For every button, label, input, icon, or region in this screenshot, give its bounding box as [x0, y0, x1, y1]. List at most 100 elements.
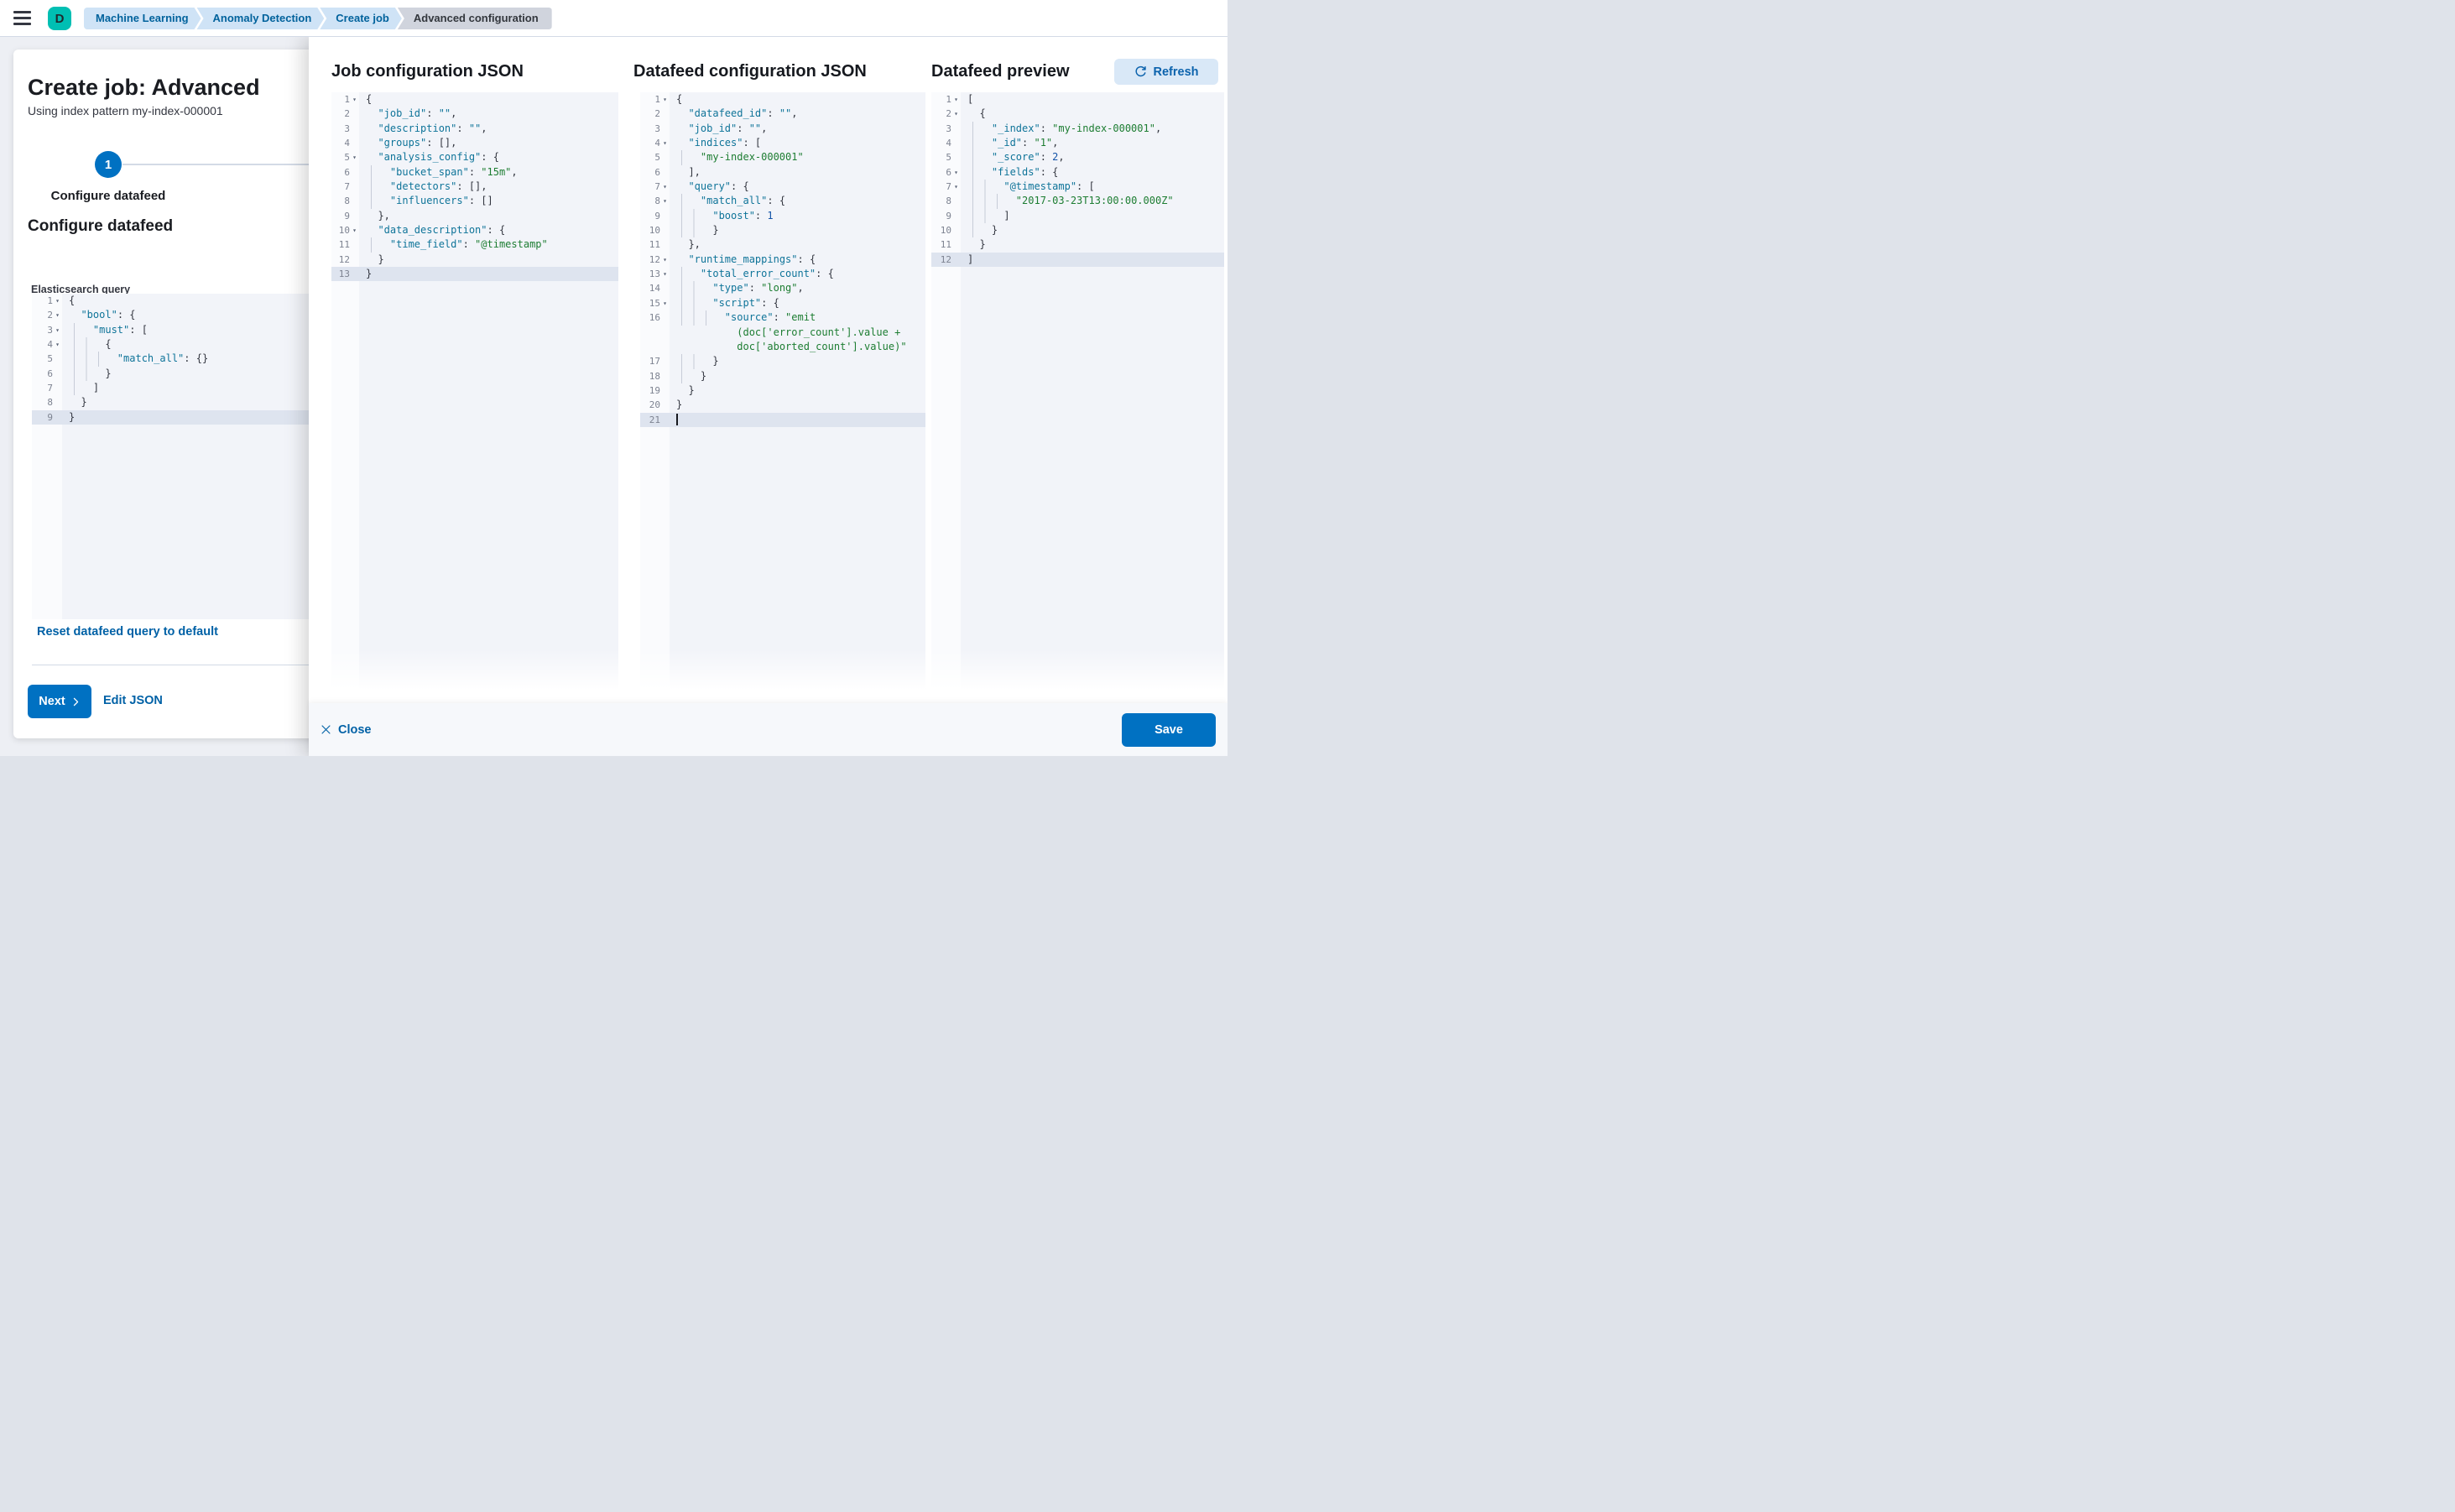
line-number-gutter: 10 [640, 223, 670, 238]
code-line: 1▾{ [331, 92, 618, 107]
fold-toggle-icon[interactable]: ▾ [954, 183, 958, 191]
code-line-content: } [62, 395, 315, 410]
code-line-content: "@timestamp": [ [961, 180, 1224, 195]
line-number-gutter: 1▾ [331, 92, 359, 107]
fold-toggle-icon[interactable]: ▾ [55, 297, 60, 305]
code-line-content: ], [670, 164, 925, 180]
fold-toggle-icon[interactable]: ▾ [663, 270, 667, 279]
breadcrumb-machine-learning[interactable]: Machine Learning [84, 8, 201, 29]
fold-toggle-icon[interactable]: ▾ [352, 96, 357, 103]
indent-guide [967, 121, 980, 137]
code-line-content: "must": [ [62, 322, 315, 338]
code-line-content: } [359, 267, 618, 282]
code-line: 10▾ "data_description": { [331, 223, 618, 238]
line-number-gutter: 2 [640, 107, 670, 122]
elasticsearch-query-editor[interactable]: 1▾{2▾ "bool": {3▾ "must": [4▾ {5 "match_… [32, 294, 315, 619]
code-line-content: "detectors": [], [359, 180, 618, 195]
fold-toggle-icon[interactable]: ▾ [954, 110, 958, 118]
line-number-gutter: 4▾ [32, 337, 62, 352]
code-line-content: ] [961, 208, 1224, 224]
refresh-button[interactable]: Refresh [1114, 59, 1218, 85]
indent-guide [366, 237, 378, 253]
code-line: 11 "time_field": "@timestamp" [331, 237, 618, 253]
step-1-indicator[interactable]: 1 [95, 151, 122, 178]
line-number-gutter: 20 [640, 398, 670, 413]
code-line-content: { [961, 107, 1224, 122]
code-line: 12▾ "runtime_mappings": { [640, 252, 925, 268]
code-line-content: doc['aborted_count'].value)" [670, 339, 925, 355]
code-line: 4 "groups": [], [331, 136, 618, 151]
code-line: 7▾ "@timestamp": [ [931, 180, 1224, 195]
code-line: (doc['error_count'].value + [640, 325, 925, 340]
fold-toggle-icon[interactable]: ▾ [55, 326, 60, 334]
fold-toggle-icon[interactable]: ▾ [663, 183, 667, 191]
fold-toggle-icon[interactable]: ▾ [55, 341, 60, 349]
indent-guide [366, 164, 378, 180]
save-button[interactable]: Save [1122, 712, 1216, 747]
breadcrumb-anomaly-detection[interactable]: Anomaly Detection [197, 8, 325, 29]
code-line: 8 } [32, 395, 315, 410]
fold-toggle-icon[interactable]: ▾ [352, 154, 357, 162]
edit-json-button[interactable]: Edit JSON [103, 694, 163, 707]
indent-guide [676, 194, 689, 209]
code-line-content: } [62, 366, 315, 382]
code-line: 11 }, [640, 237, 925, 253]
code-line: 14 "type": "long", [640, 281, 925, 296]
code-line: 5 "match_all": {} [32, 352, 315, 367]
step-1-label: Configure datafeed [50, 189, 166, 203]
line-number-gutter: 3▾ [32, 322, 62, 338]
line-number-gutter: 9 [931, 208, 961, 224]
line-number-gutter: 6 [32, 366, 62, 382]
code-line-content: "bool": { [62, 308, 315, 323]
job-configuration-editor[interactable]: 1▾{2 "job_id": "",3 "description": "",4 … [331, 92, 618, 699]
code-line-content: "match_all": { [670, 194, 925, 209]
fold-toggle-icon[interactable]: ▾ [663, 139, 667, 148]
chevron-right-icon [73, 697, 78, 706]
json-editor-flyout: Job configuration JSON Datafeed configur… [309, 37, 1228, 756]
next-button[interactable]: Next [28, 685, 91, 718]
fold-toggle-icon[interactable]: ▾ [663, 197, 667, 206]
fold-toggle-icon[interactable]: ▾ [954, 168, 958, 176]
line-number-gutter: 8▾ [640, 194, 670, 209]
avatar[interactable]: D [48, 7, 71, 30]
indent-guide [676, 150, 689, 165]
fold-toggle-icon[interactable]: ▾ [954, 96, 958, 103]
line-number-gutter: 3 [331, 121, 359, 137]
refresh-icon [1134, 65, 1146, 77]
fold-toggle-icon[interactable]: ▾ [663, 96, 667, 103]
line-number-gutter: 12 [931, 252, 961, 268]
datafeed-configuration-editor[interactable]: 1▾{2 "datafeed_id": "",3 "job_id": "",4▾… [640, 92, 925, 699]
code-line-content: "my-index-000001" [670, 150, 925, 165]
line-number-gutter: 8 [931, 194, 961, 209]
datafeed-preview-editor[interactable]: 1▾[2▾ {3 "_index": "my-index-000001",4 "… [931, 92, 1224, 699]
code-line-content: }, [359, 208, 618, 224]
code-line: 18 } [640, 368, 925, 383]
code-line-content [670, 412, 925, 427]
code-line: 7 "detectors": [], [331, 180, 618, 195]
close-button[interactable]: Close [321, 723, 372, 737]
code-line: 3 "description": "", [331, 121, 618, 137]
line-number-gutter: 12 [331, 252, 359, 268]
code-line-content: "runtime_mappings": { [670, 252, 925, 268]
breadcrumb-create-job[interactable]: Create job [320, 8, 402, 29]
fold-toggle-icon[interactable]: ▾ [352, 227, 357, 235]
fold-toggle-icon[interactable]: ▾ [663, 299, 667, 307]
line-number-gutter: 9 [32, 409, 62, 425]
fold-toggle-icon[interactable]: ▾ [55, 311, 60, 320]
code-line-content: "time_field": "@timestamp" [359, 237, 618, 253]
indent-guide [366, 180, 378, 195]
fold-toggle-icon[interactable]: ▾ [663, 255, 667, 263]
indent-guide [967, 164, 980, 180]
line-number-gutter: 4▾ [640, 136, 670, 151]
indent-guide [967, 136, 980, 151]
line-number-gutter [640, 325, 670, 340]
indent-guide [967, 150, 980, 165]
code-line: 2 "datafeed_id": "", [640, 107, 925, 122]
line-number-gutter: 13 [331, 267, 359, 282]
code-line: 17 } [640, 354, 925, 369]
code-line: 6▾ "fields": { [931, 164, 1224, 180]
ml-advanced-job-wizard-page: D Machine Learning Anomaly Detection Cre… [0, 0, 1228, 756]
code-line: 1▾[ [931, 92, 1224, 107]
menu-icon[interactable] [13, 11, 31, 25]
reset-datafeed-query-link[interactable]: Reset datafeed query to default [37, 625, 218, 639]
